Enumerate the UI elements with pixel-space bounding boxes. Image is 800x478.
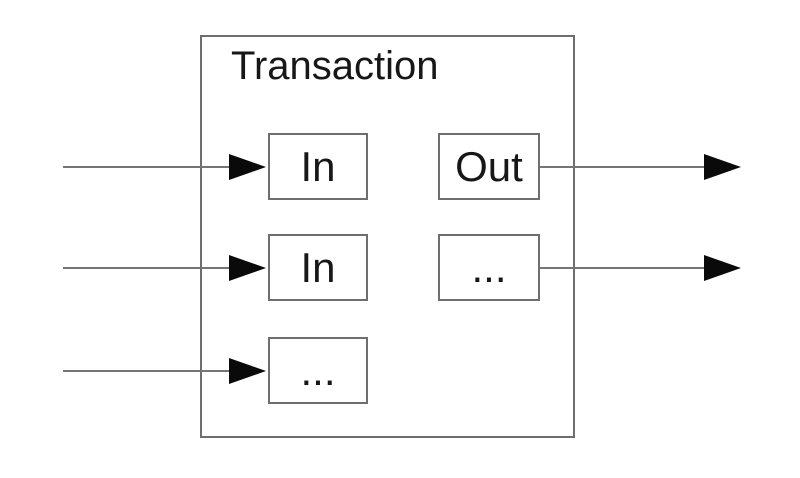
arrowhead-icon	[704, 255, 741, 281]
arrowhead-icon	[229, 358, 266, 384]
arrowhead-icon	[704, 154, 741, 180]
arrowhead-icon	[229, 255, 266, 281]
input-box-1: In	[268, 133, 368, 200]
output-box-ellipsis: ...	[438, 234, 540, 301]
input-box-2-label: In	[300, 243, 336, 291]
input-arrow-1	[63, 154, 266, 180]
output-arrow-2	[540, 255, 741, 281]
output-arrow-1	[540, 154, 741, 180]
output-box-ellipsis-label: ...	[471, 243, 507, 291]
arrowhead-icon	[229, 154, 266, 180]
input-arrow-3	[63, 358, 266, 384]
transaction-title: Transaction	[231, 44, 439, 88]
input-box-2: In	[268, 234, 368, 301]
input-box-ellipsis-label: ...	[300, 346, 336, 394]
input-arrow-2	[63, 255, 266, 281]
output-box-1-label: Out	[455, 142, 523, 190]
transaction-container	[200, 35, 575, 438]
output-box-1: Out	[438, 133, 540, 200]
input-box-ellipsis: ...	[268, 337, 368, 404]
input-box-1-label: In	[300, 142, 336, 190]
